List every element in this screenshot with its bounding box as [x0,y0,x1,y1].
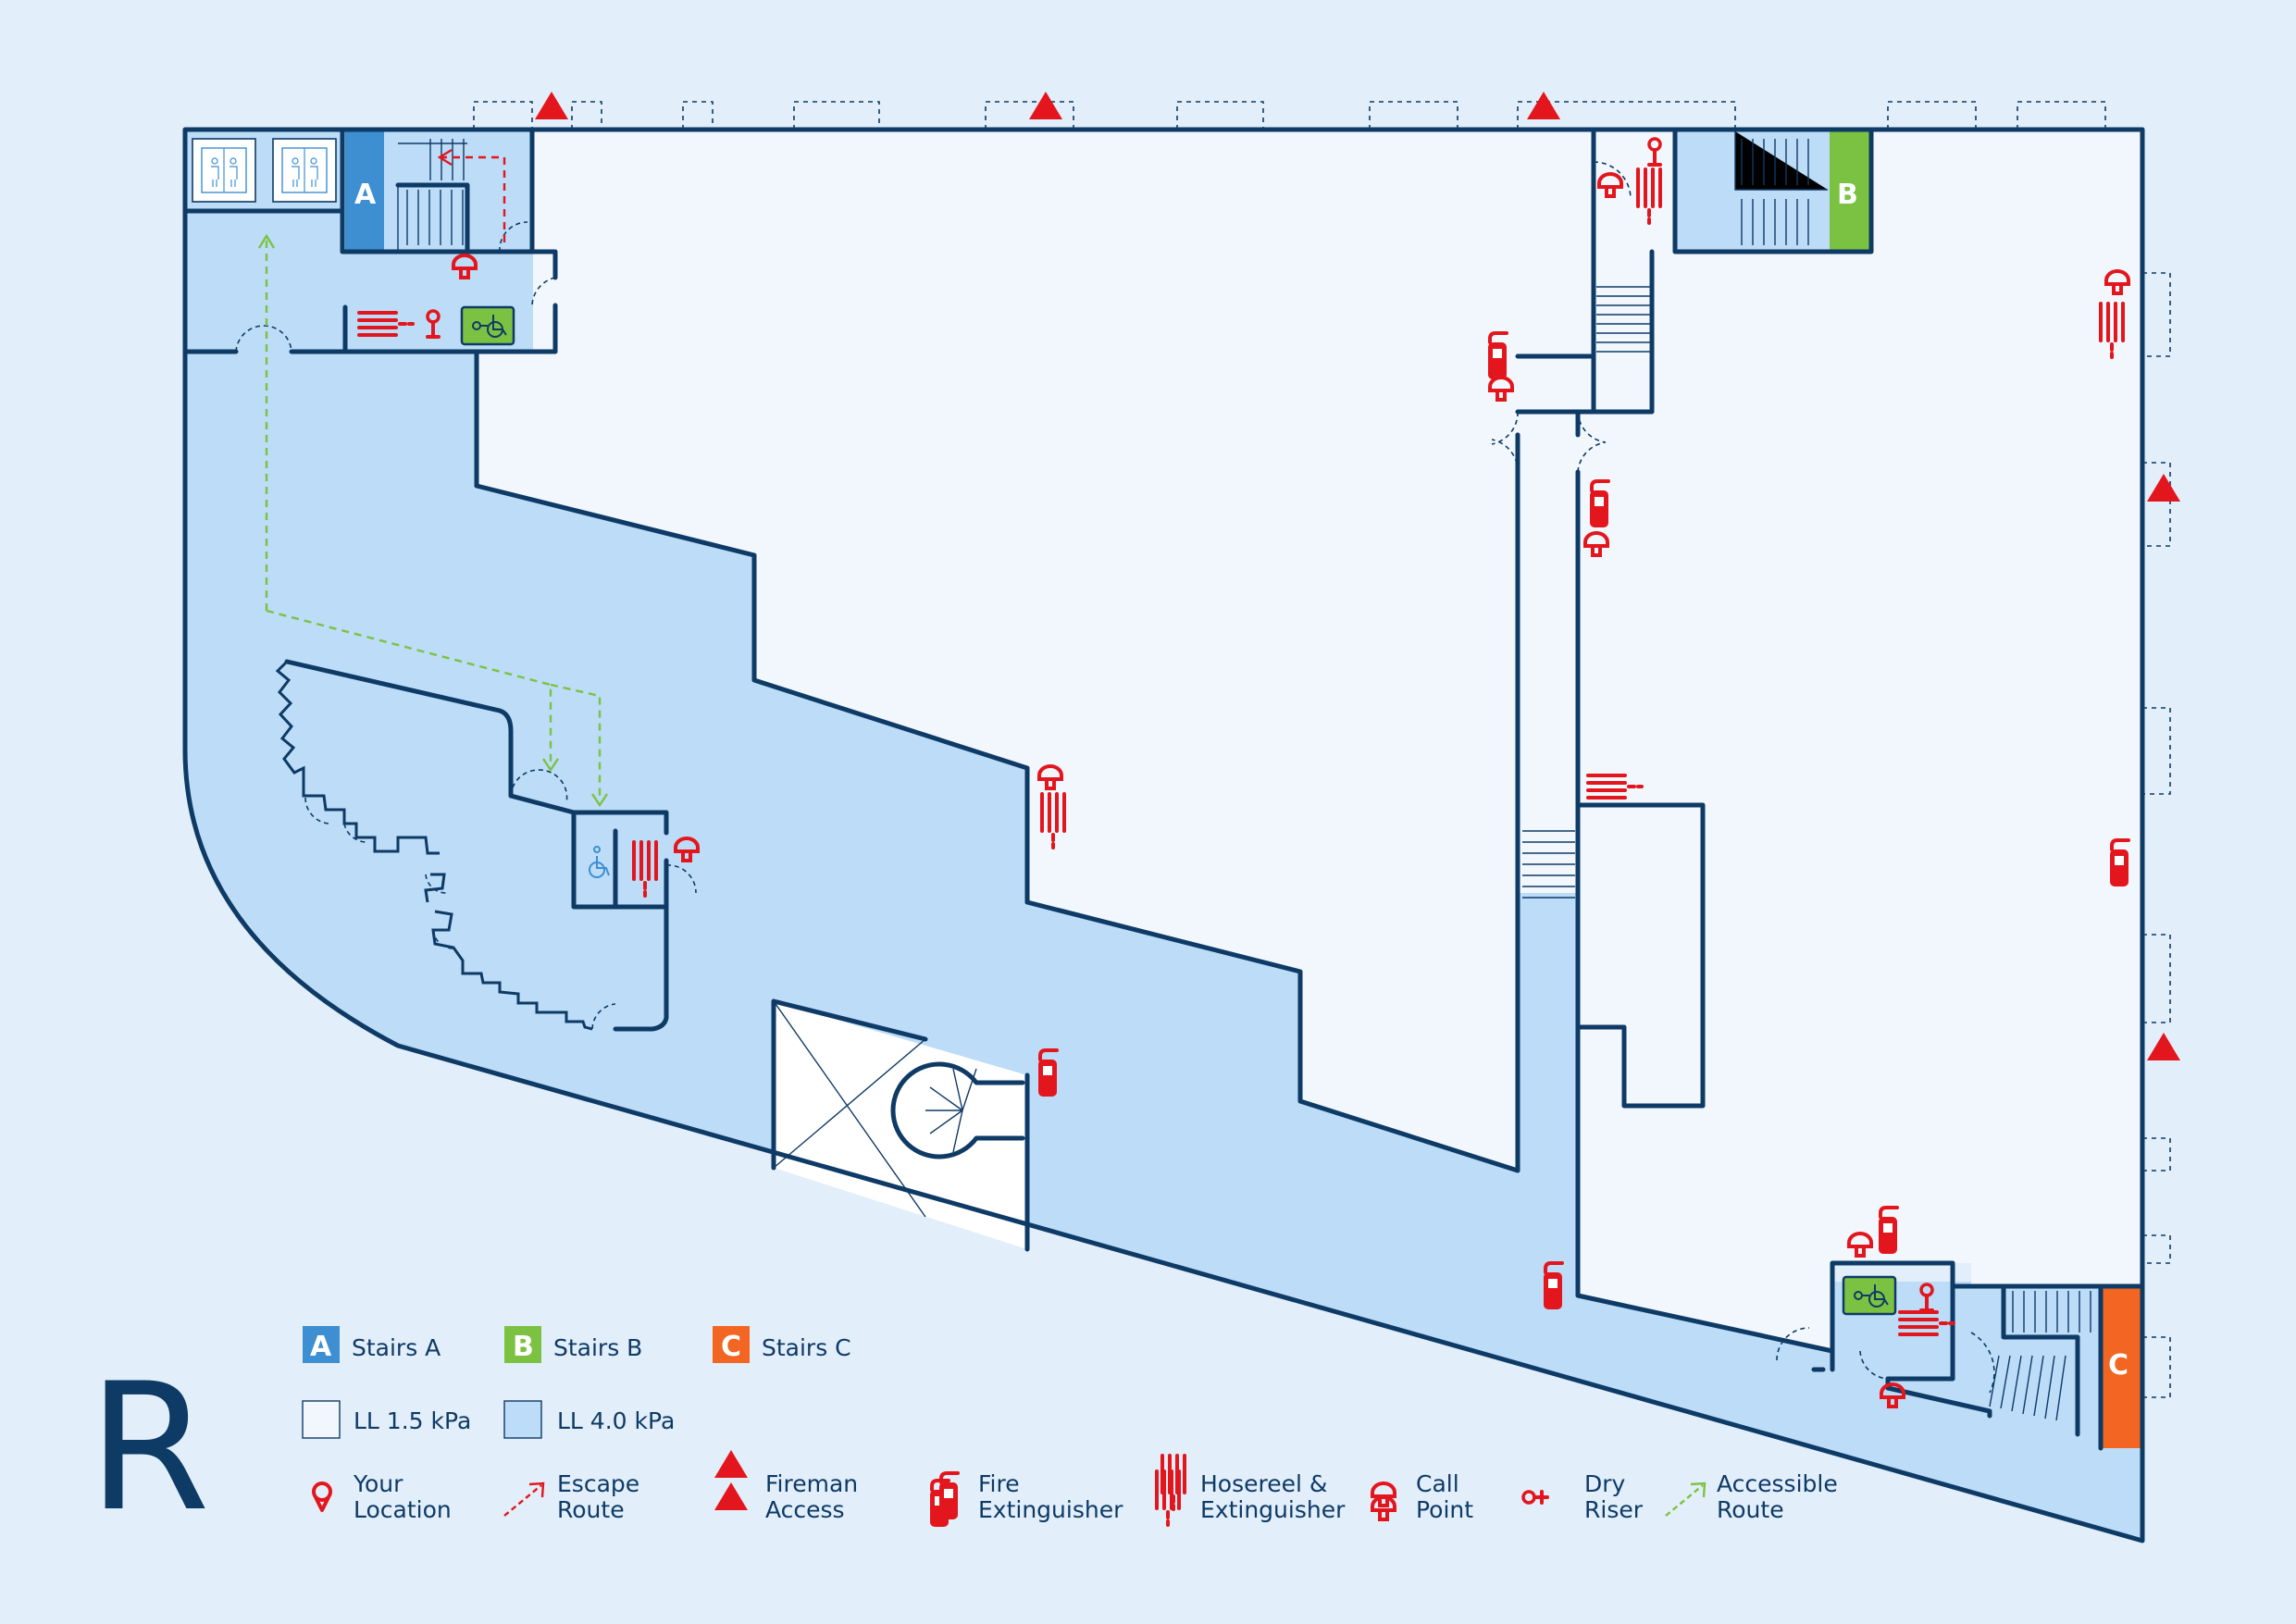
accessible-route-arrow-icon [265,239,602,800]
fireman-access-icon [2147,474,2180,502]
stairs-a-label: A [354,179,377,211]
accessible-toilet-icon [460,305,515,346]
legend-stairs-c-badge: C [721,1331,741,1363]
fireman-access-icon [1527,92,1560,119]
floor-ll-low [477,130,2142,1351]
stairs-c-panel [2101,1286,2142,1448]
dry-riser-icon [1521,1490,1549,1505]
wheelchair-icon [589,846,610,878]
stairs-a-panel [345,131,384,250]
atrium-void [773,1000,1027,1249]
legend-fireman-access-line2: Access [765,1496,845,1523]
legend-escape-route-line2: Route [557,1496,625,1523]
legend-your-location-line1: Your [353,1470,403,1497]
legend-ll-high-swatch [503,1400,542,1439]
legend-hosereel-line1: Hosereel & [1200,1470,1327,1497]
doors [235,161,1995,1394]
legend-stairs-a-swatch [303,1326,340,1363]
legend-ll-low-swatch [302,1400,341,1439]
legend-fire-extinguisher-line2: Extinguisher [978,1496,1123,1523]
legend-stairs-b-badge: B [513,1331,534,1363]
legend-stairs-a-badge: A [310,1331,332,1363]
fireman-access-icon [535,92,568,119]
legend-fire-extinguisher-line1: Fire [978,1470,1020,1497]
lift-icon [272,138,337,203]
walls [182,127,2145,1543]
legend-your-location-line2: Location [354,1496,452,1523]
escape-route-arrow-icon [503,1481,545,1517]
fireman-access-icon [1029,92,1062,119]
legend-accessible-route-line2: Route [1717,1496,1784,1523]
legend-stairs-c-label: Stairs C [762,1334,851,1361]
windows [473,101,2171,1398]
logo: R [88,1345,210,1550]
legend-ll-low-label: LL 1.5 kPa [354,1407,471,1434]
stairs-b-label: B [1837,179,1858,211]
escape-route-arrow-icon [442,155,506,242]
legend-stairs-b-label: Stairs B [553,1334,642,1361]
legend-stairs-a-label: Stairs A [352,1334,441,1361]
legend-hosereel-line2: Extinguisher [1200,1496,1346,1523]
escape-route-arrowhead [437,148,453,167]
legend-fireman-access-line1: Fireman [765,1470,858,1497]
fireman-access-icon [714,1482,748,1510]
accessible-route-arrow-icon [1665,1481,1706,1517]
legend-call-point-line2: Point [1416,1496,1473,1523]
accessible-route-arrowhead [257,233,608,808]
legend-stairs-b-swatch [504,1326,541,1363]
fireman-access-icon [2147,1033,2180,1060]
legend-call-point-line1: Call [1416,1470,1459,1497]
location-pin-icon [312,1481,332,1512]
accessible-toilet-icon [1842,1275,1897,1316]
legend-accessible-route-line1: Accessible [1717,1470,1838,1497]
internal-partition [275,660,593,1031]
lift-icon [192,138,256,203]
legend-ll-high-label: LL 4.0 kPa [557,1407,675,1434]
stairs-c-label: C [2108,1349,2128,1382]
stairs-b-panel [1830,131,1871,252]
legend-dry-riser-line1: Dry [1584,1470,1626,1497]
call-point-icon [1371,1495,1396,1521]
legend-dry-riser-line2: Riser [1584,1496,1644,1523]
legend-escape-route-line1: Escape [557,1470,639,1497]
fireman-access-icon [714,1450,748,1478]
legend-stairs-c-swatch [713,1326,750,1363]
